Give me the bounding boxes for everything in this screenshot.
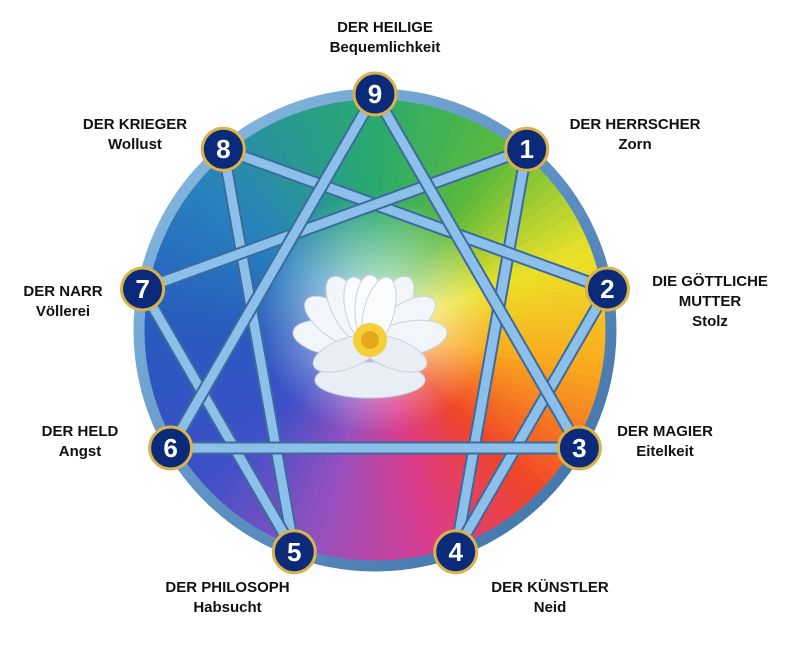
node-number: 8 bbox=[216, 134, 230, 164]
node-number: 5 bbox=[287, 537, 301, 567]
label-title: DER HEILIGE bbox=[337, 19, 433, 36]
node-circle bbox=[584, 266, 630, 312]
node-circle bbox=[120, 266, 166, 312]
node-number: 6 bbox=[163, 433, 177, 463]
label-vice: Neid bbox=[533, 599, 567, 616]
label-title: DER HELD bbox=[41, 423, 119, 440]
line-7-1 bbox=[138, 144, 532, 294]
label-point-6: DER HELD Angst bbox=[25, 422, 135, 462]
node-2: 2 bbox=[584, 266, 630, 312]
line-9-3 bbox=[370, 89, 584, 453]
white-lotus-flower-icon bbox=[292, 274, 448, 399]
label-vice: Angst bbox=[58, 443, 102, 460]
label-point-9: DER HEILIGE Bequemlichkeit bbox=[320, 18, 450, 58]
node-7: 7 bbox=[120, 266, 166, 312]
node-circle bbox=[200, 126, 246, 172]
label-title: DER HERRSCHER bbox=[569, 116, 701, 133]
line-4-2 bbox=[451, 284, 612, 557]
node-5: 5 bbox=[271, 529, 317, 575]
node-number: 2 bbox=[600, 274, 614, 304]
node-circle bbox=[556, 425, 602, 471]
node-circle bbox=[271, 529, 317, 575]
label-title: MUTTER bbox=[678, 293, 742, 310]
label-title: DER PHILOSOPH bbox=[165, 579, 290, 596]
node-8: 8 bbox=[200, 126, 246, 172]
node-number: 1 bbox=[519, 134, 533, 164]
line-5-7 bbox=[138, 284, 299, 557]
node-circle bbox=[504, 126, 550, 172]
node-number: 4 bbox=[448, 537, 463, 567]
label-point-8: DER KRIEGER Wollust bbox=[55, 115, 215, 155]
label-point-2: DIE GÖTTLICHE MUTTER Stolz bbox=[635, 272, 785, 332]
node-9: 9 bbox=[352, 71, 398, 117]
node-1: 1 bbox=[504, 126, 550, 172]
node-3: 3 bbox=[556, 425, 602, 471]
label-point-5: DER PHILOSOPH Habsucht bbox=[140, 578, 315, 618]
label-title: DER KÜNSTLER bbox=[491, 579, 609, 596]
enneagram-lines bbox=[136, 87, 614, 559]
node-4: 4 bbox=[433, 529, 479, 575]
node-number: 3 bbox=[572, 433, 586, 463]
enneagram-nodes: 9 1 2 3 4 5 6 7 8 bbox=[120, 71, 630, 575]
node-circle bbox=[352, 71, 398, 117]
label-vice: Stolz bbox=[692, 313, 728, 330]
label-point-3: DER MAGIER Eitelkeit bbox=[600, 422, 730, 462]
label-title: DER NARR bbox=[23, 283, 103, 300]
label-title: DER KRIEGER bbox=[82, 116, 188, 133]
line-8-5 bbox=[218, 144, 299, 557]
label-vice: Habsucht bbox=[193, 599, 262, 616]
label-vice: Wollust bbox=[108, 136, 162, 153]
label-vice: Zorn bbox=[618, 136, 652, 153]
line-1-4 bbox=[451, 144, 532, 557]
line-2-8 bbox=[218, 144, 612, 294]
label-point-1: DER HERRSCHER Zorn bbox=[545, 115, 725, 155]
lotus-leaf bbox=[314, 361, 426, 399]
node-circle bbox=[433, 529, 479, 575]
node-number: 9 bbox=[368, 79, 382, 109]
label-vice: Bequemlichkeit bbox=[329, 39, 441, 56]
label-title: DER MAGIER bbox=[617, 423, 713, 440]
label-title: DIE GÖTTLICHE bbox=[652, 273, 768, 290]
node-number: 7 bbox=[135, 274, 149, 304]
label-vice: Eitelkeit bbox=[636, 443, 694, 460]
lotus-core bbox=[361, 331, 379, 349]
node-6: 6 bbox=[148, 425, 194, 471]
node-circle bbox=[148, 425, 194, 471]
label-point-4: DER KÜNSTLER Neid bbox=[470, 578, 630, 618]
label-vice: Völlerei bbox=[35, 303, 91, 320]
label-point-7: DER NARR Völlerei bbox=[8, 282, 118, 322]
line-6-9 bbox=[166, 89, 380, 453]
